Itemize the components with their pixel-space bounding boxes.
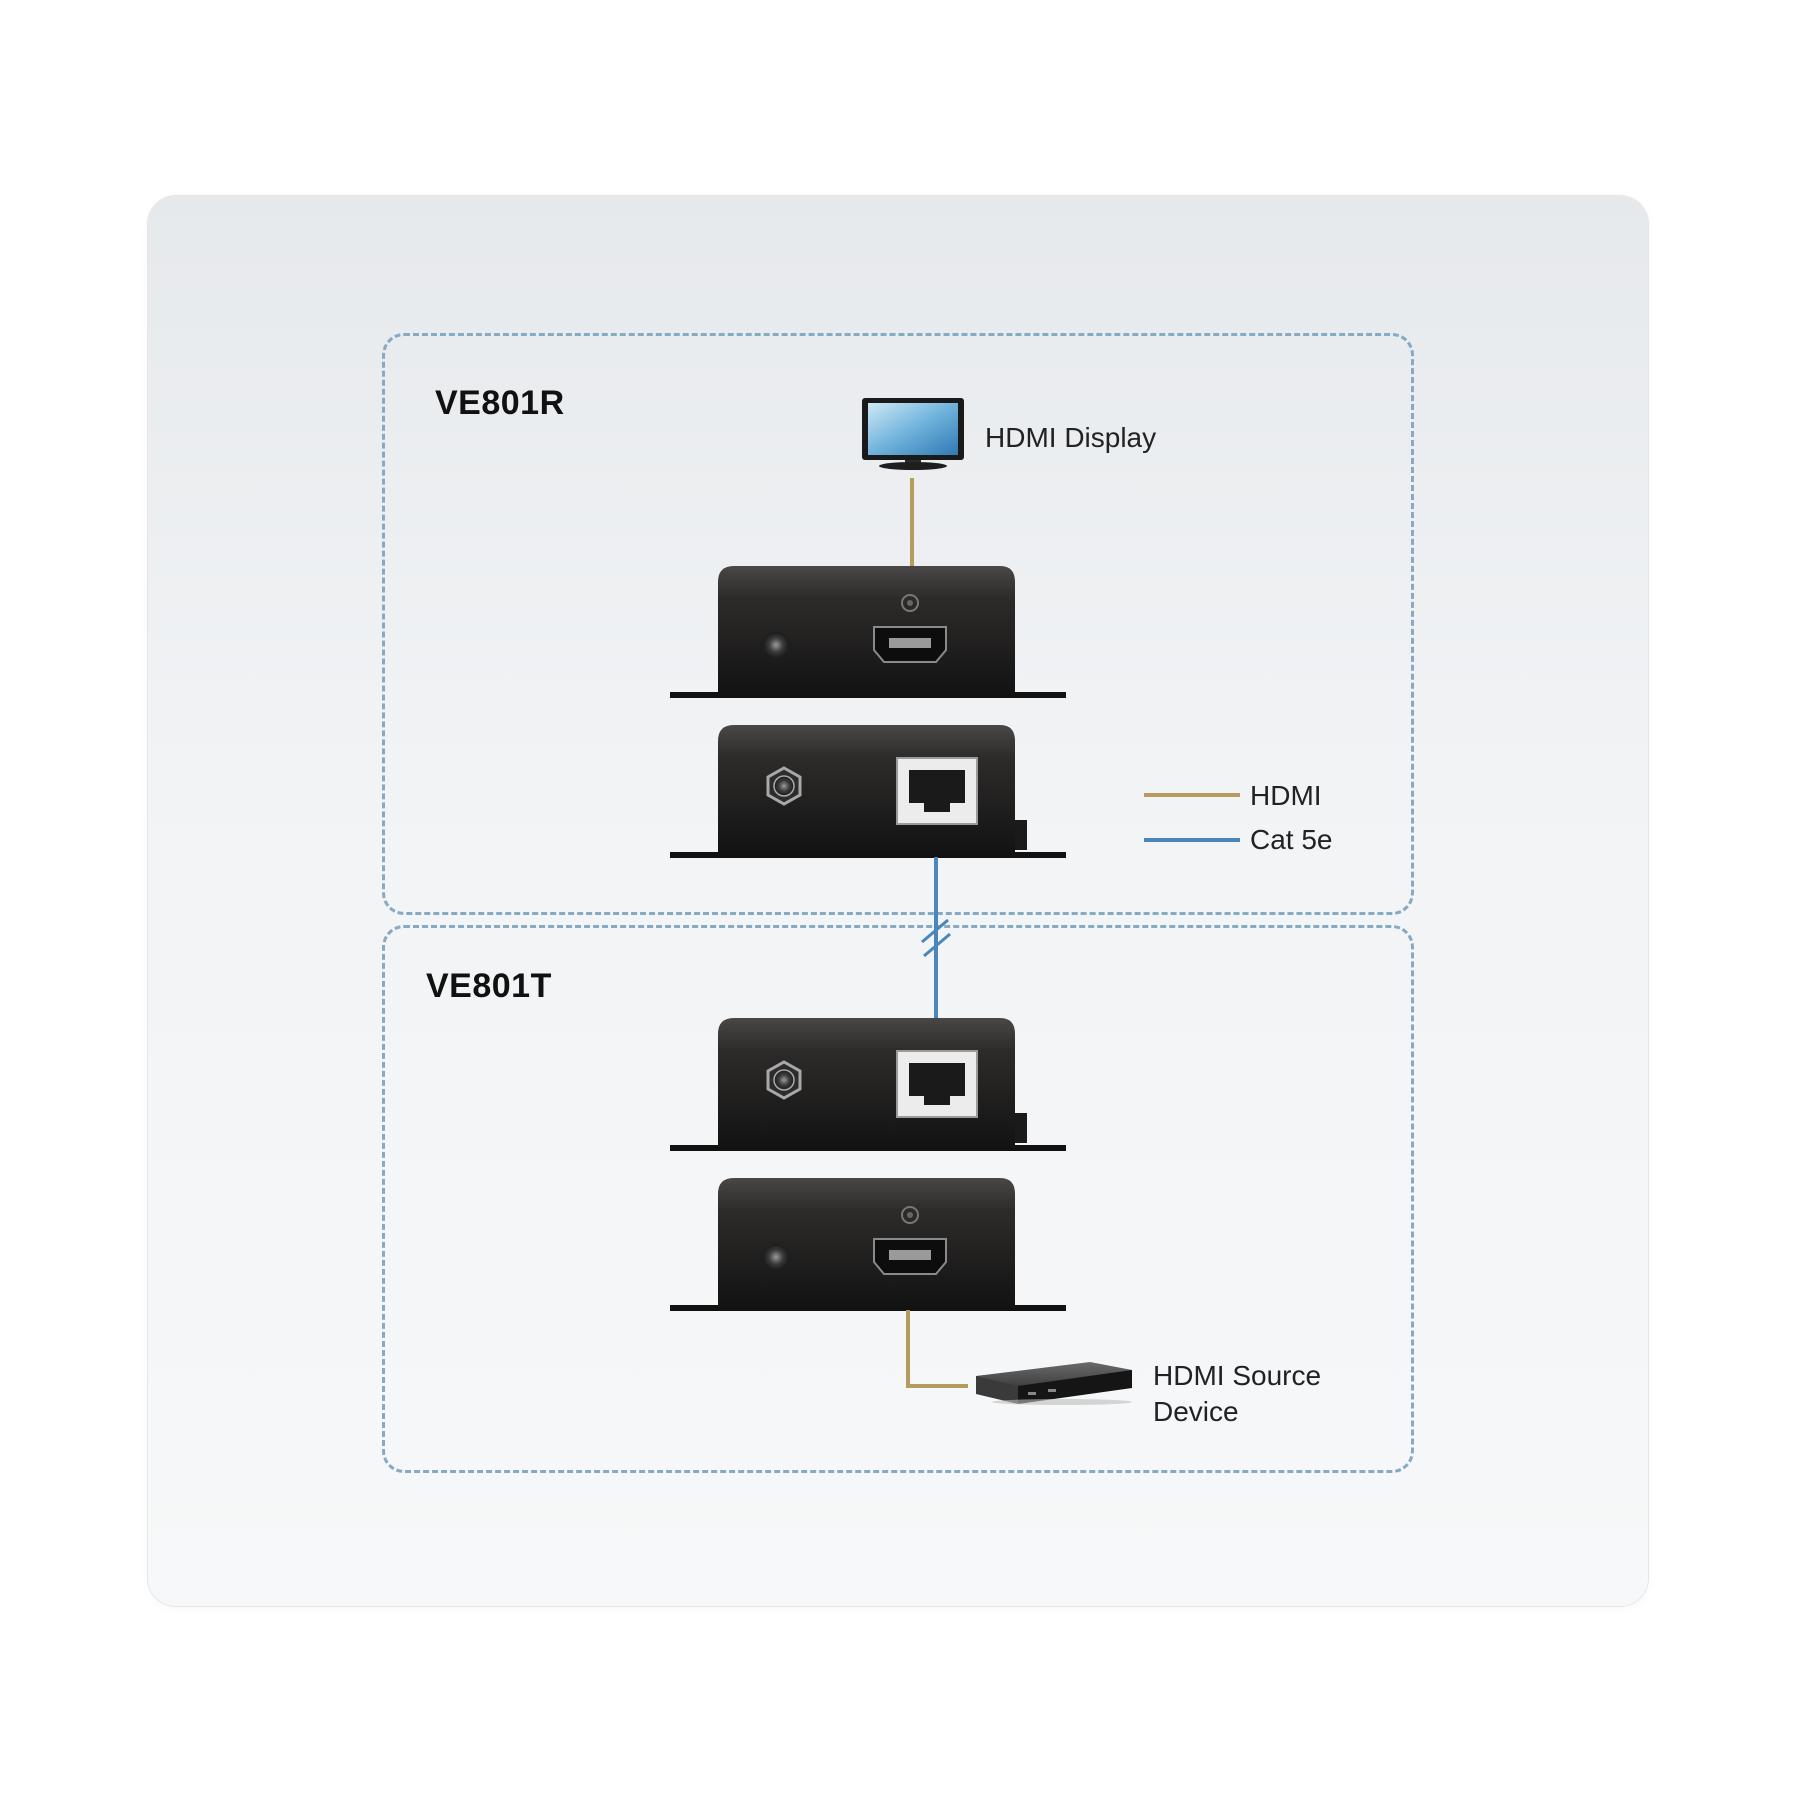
- receiver-model-label: VE801R: [435, 384, 565, 422]
- legend-cat5e-label: Cat 5e: [1250, 824, 1333, 855]
- rj45-port-icon: [896, 757, 978, 825]
- bnc-connector-icon: [766, 1060, 802, 1100]
- transmitter-hdmi-unit-icon: [670, 1178, 1066, 1311]
- cable-break-mark: [921, 918, 951, 958]
- receiver-zone: [382, 333, 1414, 915]
- hdmi-display-label: HDMI Display: [985, 422, 1157, 453]
- transmitter-cat5-unit-icon: [670, 1018, 1066, 1151]
- rj45-port-icon: [896, 1050, 978, 1118]
- power-jack-icon: [763, 632, 789, 658]
- hdmi-source-label-line2: Device: [1153, 1396, 1239, 1427]
- transmitter-model-label: VE801T: [426, 967, 552, 1005]
- transmitter-zone: [382, 925, 1414, 1473]
- receiver-hdmi-unit-icon: [670, 566, 1066, 698]
- power-jack-icon: [763, 1244, 789, 1270]
- hdmi-source-label-line1: HDMI Source: [1153, 1360, 1322, 1391]
- tv-icon: [862, 398, 964, 470]
- legend-hdmi-label: HDMI: [1250, 780, 1322, 811]
- hdmi-cable-source: [906, 1310, 968, 1388]
- receiver-cat5-unit-icon: [670, 725, 1066, 858]
- hdmi-port-icon: [873, 626, 947, 663]
- bnc-connector-icon: [766, 766, 802, 806]
- hdmi-port-icon: [873, 1238, 947, 1275]
- hdmi-source-box-icon: [976, 1362, 1132, 1405]
